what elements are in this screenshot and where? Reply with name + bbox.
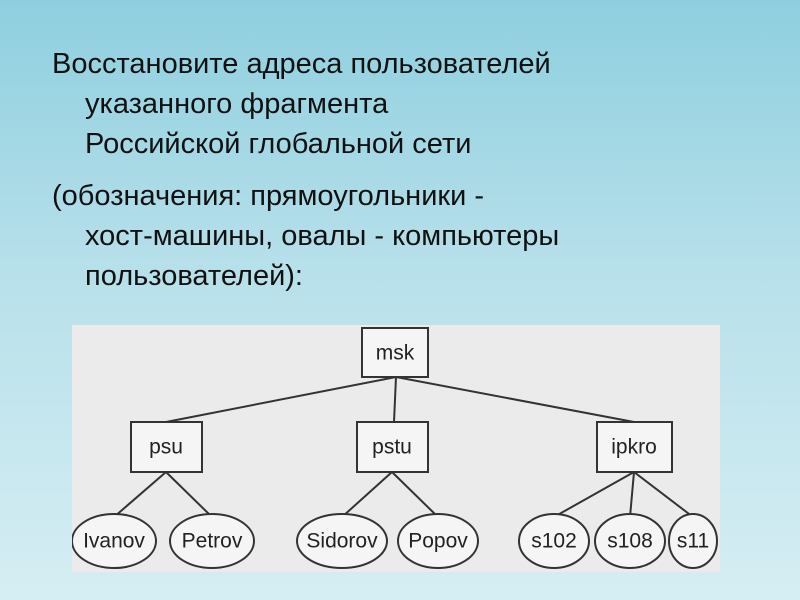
user-node-label: s108 xyxy=(607,530,653,553)
task-paragraph-2: (обозначения: прямоугольники - хост-маши… xyxy=(52,176,772,296)
edge-msk-psu xyxy=(165,376,397,423)
network-tree-svg: msk psu pstu ipkro Ivanov Petrov Sidorov xyxy=(72,327,718,569)
host-node-pstu: pstu xyxy=(356,421,429,473)
user-node-popov: Popov xyxy=(397,513,479,569)
user-node-label: Petrov xyxy=(182,530,243,553)
user-node-s108: s108 xyxy=(594,513,666,569)
task-paragraph-1: Восстановите адреса пользователей указан… xyxy=(52,44,772,164)
user-node-ivanov: Ivanov xyxy=(72,513,157,569)
host-node-psu: psu xyxy=(130,421,203,473)
user-node-label: s102 xyxy=(531,530,577,553)
task-line: пользователей): xyxy=(85,260,303,292)
edge-pstu-sidorov xyxy=(341,471,393,518)
user-node-label: s11 xyxy=(677,530,709,553)
task-line: Восстановите адреса пользователей xyxy=(52,48,551,80)
user-node-oval xyxy=(668,513,718,569)
user-node-oval xyxy=(169,513,255,569)
task-line: (обозначения: прямоугольники - xyxy=(52,180,484,212)
host-node-label: psu xyxy=(149,436,183,459)
network-tree-diagram: msk psu pstu ipkro Ivanov Petrov Sidorov xyxy=(72,325,720,572)
user-node-petrov: Petrov xyxy=(169,513,255,569)
user-node-s102: s102 xyxy=(518,513,590,569)
user-node-label: Ivanov xyxy=(83,530,145,553)
user-node-label: Popov xyxy=(408,530,468,553)
host-node-label: msk xyxy=(376,342,415,365)
task-text: Восстановите адреса пользователей указан… xyxy=(52,44,772,308)
task-line: хост-машины, овалы - компьютеры xyxy=(85,220,560,252)
edge-msk-pstu xyxy=(393,376,397,423)
host-node-box xyxy=(130,421,203,473)
user-node-s11: s11 xyxy=(668,513,718,569)
edge-ipkro-s102 xyxy=(553,471,635,518)
edge-psu-petrov xyxy=(165,471,213,518)
user-node-oval xyxy=(397,513,479,569)
host-node-label: ipkro xyxy=(611,436,657,459)
task-line: Российской глобальной сети xyxy=(85,128,472,160)
user-node-oval xyxy=(296,513,388,569)
host-node-box xyxy=(596,421,673,473)
user-node-oval xyxy=(594,513,666,569)
user-node-oval xyxy=(72,513,157,569)
edge-pstu-popov xyxy=(391,471,439,518)
user-node-sidorov: Sidorov xyxy=(296,513,388,569)
edge-msk-ipkro xyxy=(395,376,635,423)
host-node-ipkro: ipkro xyxy=(596,421,673,473)
edge-psu-ivanov xyxy=(113,471,167,518)
host-node-label: pstu xyxy=(372,436,412,459)
host-node-box xyxy=(361,327,429,378)
host-node-msk: msk xyxy=(361,327,429,378)
edge-ipkro-s11 xyxy=(633,471,694,518)
edge-ipkro-s108 xyxy=(629,471,635,518)
task-line: указанного фрагмента xyxy=(85,88,389,120)
user-node-oval xyxy=(518,513,590,569)
host-node-box xyxy=(356,421,429,473)
user-node-label: Sidorov xyxy=(306,530,378,553)
